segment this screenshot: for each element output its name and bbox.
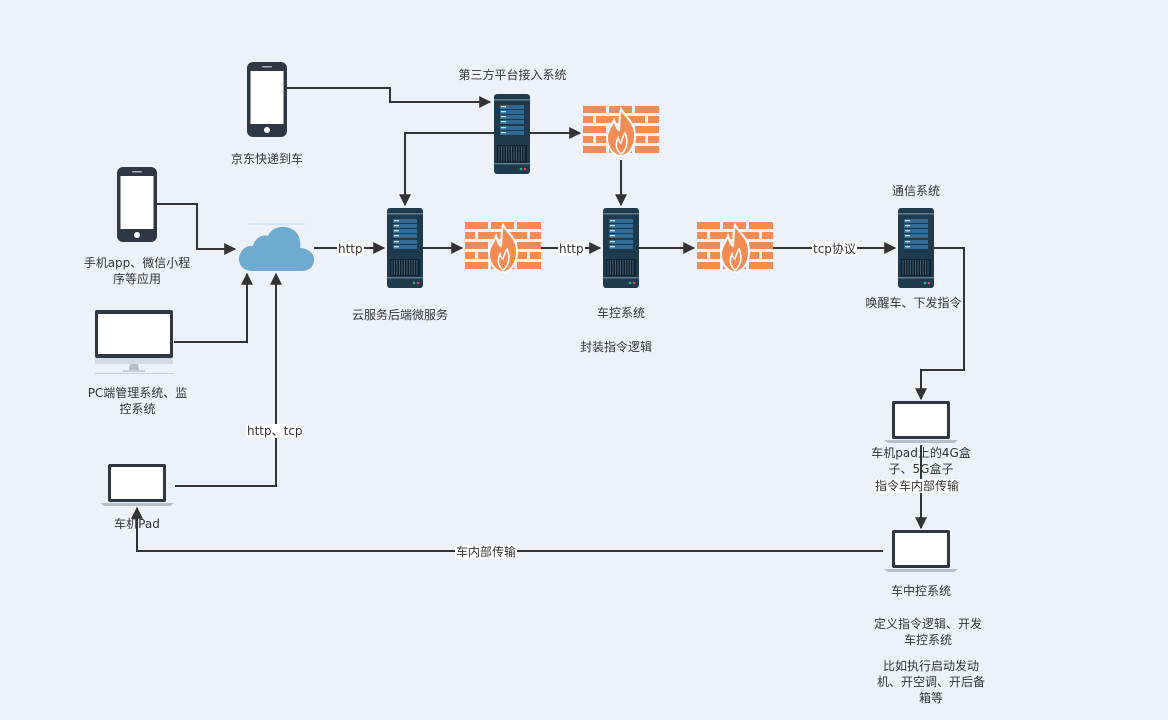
edge-jd-to-thirdparty [286,87,492,108]
node-note-vehicle-control: 封装指令逻辑 [579,340,652,354]
node-note-comm-system: 唤醒车、下发指令 [865,296,962,310]
mobile-phone-icon [247,62,287,137]
server-icon [602,207,640,289]
mobile-phone-icon [117,167,157,242]
node-label-car-box: 车机pad上的4G盒 子、5G盒子 [858,445,984,477]
edge-label-firewall-vc: http [558,242,585,256]
node-label-pc-admin: PC端管理系统、监 控系统 [75,385,200,417]
label-line: 手机app、微信小程 [83,256,191,270]
node-label-jd-delivery: 京东快递到车 [230,152,303,166]
laptop-icon [884,401,958,443]
label-line: 机、开空调、开后备 [876,675,985,689]
node-label-car-pad: 车机Pad [114,517,160,531]
edge-label-central-pad: 车内部传输 [455,545,518,559]
cloud-icon [238,223,315,271]
label-line: 子、5G盒子 [888,462,954,476]
laptop-icon [100,464,174,506]
edge-pad-to-cloud [175,272,282,487]
edge-label-box-central: 指令车内部传输 [874,479,961,493]
node-label-mobile-app: 手机app、微信小程 序等应用 [72,255,202,287]
node-label-cloud-backend: 云服务后端微服务 [351,308,448,322]
server-icon [386,207,424,289]
firewall-icon [696,221,774,273]
node-label-vehicle-control: 车控系统 [596,306,645,320]
label-line: PC端管理系统、监 [87,386,188,400]
label-line: 定义指令逻辑、开发 [873,617,982,631]
firewall-icon [582,105,660,157]
edge-comm-to-box [915,247,965,401]
firewall-icon [464,221,542,273]
label-line: 控系统 [119,402,156,416]
node-label-car-central: 车中控系统 [890,584,951,598]
node-note-car-central: 定义指令逻辑、开发 车控系统 [860,616,996,648]
edge-pc-to-cloud [174,272,253,343]
server-icon [493,93,531,175]
edge-label-cloud-backend: http [337,242,364,256]
label-line: 车控系统 [903,633,952,647]
edge-central-to-pad [131,506,883,552]
edge-label-firewall-comm: tcp协议 [812,242,857,256]
node-label-third-party: 第三方平台接入系统 [458,68,567,82]
label-line: 序等应用 [112,272,161,286]
desktop-monitor-icon [95,310,173,374]
edge-label-pad-cloud: http、tcp [246,424,304,438]
server-icon [897,207,935,289]
label-line: 车机pad上的4G盒 [871,446,971,460]
label-line: 箱等 [918,691,943,705]
node-label-comm-system: 通信系统 [891,184,940,198]
label-line: 比如执行启动发动 [882,659,979,673]
edge-thirdparty-to-backend [399,132,494,207]
node-note2-car-central: 比如执行启动发动 机、开空调、开后备 箱等 [866,658,996,706]
edge-app-to-cloud [157,203,237,255]
laptop-icon [884,530,958,572]
